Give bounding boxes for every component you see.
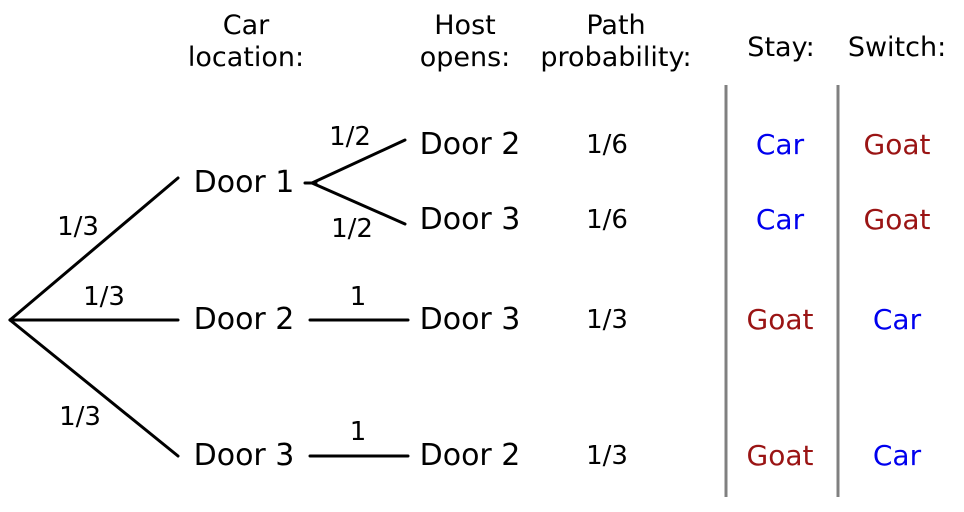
stay-outcome-row3: Goat — [746, 303, 814, 336]
header-switch: Switch: — [847, 32, 947, 64]
path-probability-row2: 1/6 — [586, 205, 628, 235]
node-host-opens-row4: Door 2 — [419, 438, 521, 473]
node-car-location-door3: Door 3 — [193, 438, 295, 473]
switch-outcome-row3: Car — [872, 303, 922, 336]
node-car-location-door2: Door 2 — [193, 302, 295, 337]
stay-outcome-row4: Goat — [746, 439, 814, 472]
switch-outcome-row4: Car — [872, 439, 922, 472]
header-path-probability: Path probability: — [540, 10, 691, 74]
switch-outcome-row1: Goat — [863, 128, 931, 161]
header-path-probability-line1: Path — [586, 10, 646, 42]
header-stay: Stay: — [747, 32, 815, 64]
branch-label-door2-host-door3: 1 — [349, 282, 367, 312]
edge-door1-to-host-door3 — [310, 181, 407, 226]
header-car-location: Car location: — [188, 10, 304, 74]
node-host-opens-row2: Door 3 — [419, 202, 521, 237]
edge-root-to-door3 — [8, 318, 180, 458]
edge-root-to-door1 — [8, 176, 180, 322]
branch-label-root-door1: 1/3 — [57, 212, 99, 242]
header-host-opens: Host opens: — [420, 10, 511, 74]
path-probability-row1: 1/6 — [586, 130, 628, 160]
path-probability-row4: 1/3 — [586, 441, 628, 471]
header-host-opens-line2: opens: — [419, 42, 511, 73]
header-host-opens-line1: Host — [434, 10, 496, 42]
branch-label-door3-host-door2: 1 — [349, 417, 367, 447]
edge-door1-to-host-door2 — [310, 138, 407, 185]
stay-outcome-row1: Car — [755, 128, 805, 161]
header-path-probability-line2: probability: — [540, 42, 692, 73]
header-car-location-line1: Car — [222, 10, 270, 42]
stay-outcome-row2: Car — [755, 203, 805, 236]
switch-outcome-row2: Goat — [863, 203, 931, 236]
node-host-opens-row1: Door 2 — [419, 127, 521, 162]
branch-label-root-door3: 1/3 — [59, 402, 101, 432]
node-car-location-door1: Door 1 — [193, 165, 295, 200]
branch-label-root-door2: 1/3 — [83, 282, 125, 312]
branch-label-door1-host-door2: 1/2 — [329, 122, 371, 152]
path-probability-row3: 1/3 — [586, 305, 628, 335]
branch-label-door1-host-door3: 1/2 — [331, 214, 373, 244]
header-car-location-line2: location: — [187, 42, 305, 73]
node-host-opens-row3: Door 3 — [419, 302, 521, 337]
